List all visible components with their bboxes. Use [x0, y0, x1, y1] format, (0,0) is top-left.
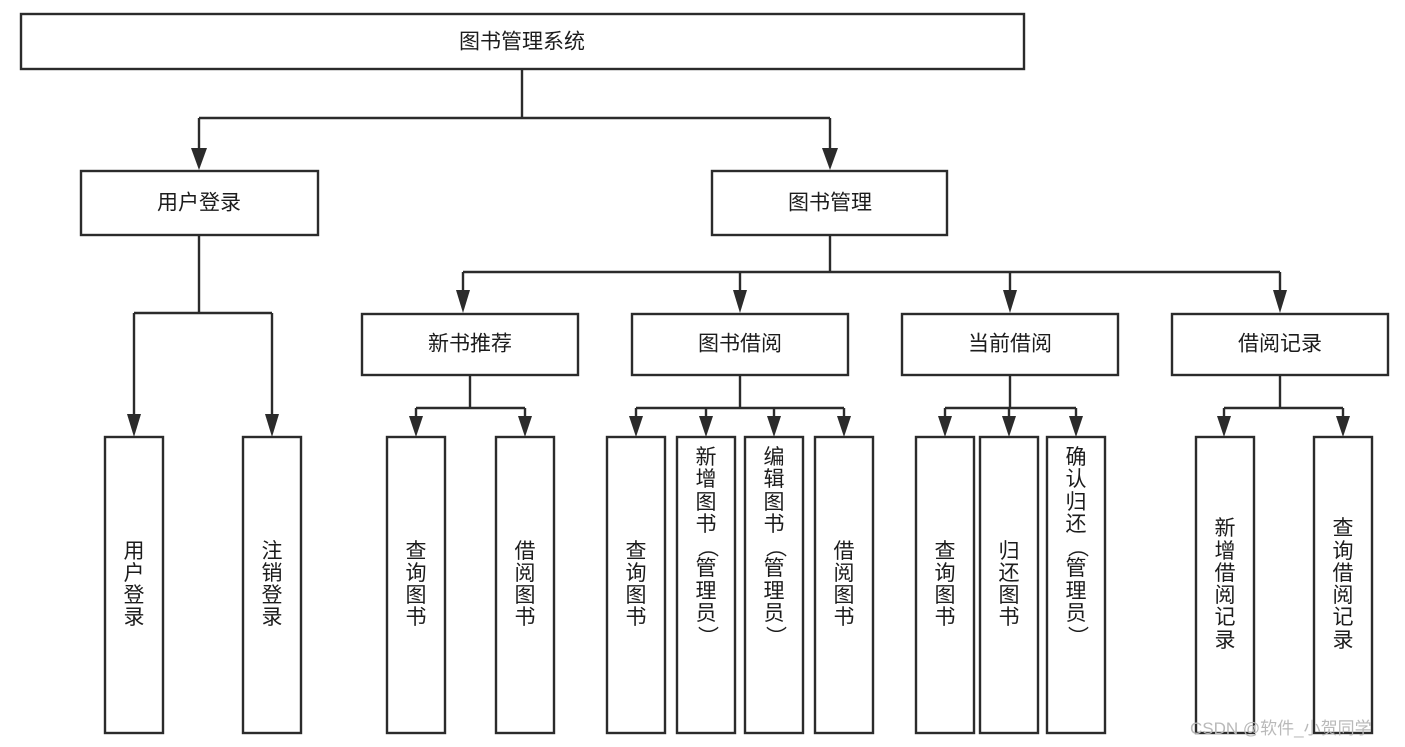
connector-group-book-borrow [629, 375, 851, 437]
node-current-borrow-box[interactable] [900, 312, 1120, 377]
node-leaf-add-book-admin-box[interactable] [675, 435, 737, 735]
arrow-head-leaf-user-logout [265, 414, 279, 437]
connector-group-root [191, 69, 838, 170]
node-leaf-user-logout-box[interactable] [241, 435, 303, 735]
arrow-head-leaf-query-borrow-record [1336, 416, 1350, 437]
node-current-borrow[interactable]: 当前借阅 [900, 312, 1120, 377]
node-book-borrow-label: 图书借阅 [698, 333, 782, 356]
node-leaf-confirm-return-admin-box[interactable] [1045, 435, 1107, 735]
node-leaf-borrow-book-rec-box[interactable] [494, 435, 556, 735]
node-book-borrow[interactable]: 图书借阅 [630, 312, 850, 377]
node-borrow-record[interactable]: 借阅记录 [1170, 312, 1390, 377]
node-leaf-query-book-borrow-box[interactable] [605, 435, 667, 735]
arrow-head-leaf-query-book-rec [409, 416, 423, 437]
node-current-borrow-label: 当前借阅 [968, 333, 1052, 356]
node-user-login-label: 用户登录 [157, 192, 241, 215]
node-book-manage-box[interactable] [710, 169, 949, 237]
node-leaf-borrow-book-box[interactable] [813, 435, 875, 735]
node-root-label: 图书管理系统 [459, 31, 585, 54]
node-book-borrow-box[interactable] [630, 312, 850, 377]
node-leaf-add-borrow-record-box[interactable] [1194, 435, 1256, 735]
connector-group-borrow-record [1217, 375, 1350, 437]
node-leaf-query-book-rec-box[interactable] [385, 435, 447, 735]
node-root-box[interactable] [19, 12, 1026, 71]
arrow-head-leaf-borrow-book-rec [518, 416, 532, 437]
arrow-head-leaf-query-book-borrow [629, 416, 643, 437]
arrow-head-leaf-user-login [127, 414, 141, 437]
node-borrow-record-label: 借阅记录 [1238, 333, 1322, 356]
connector-group-new-book-rec [409, 375, 532, 437]
arrow-head-new-book-rec [456, 290, 470, 313]
node-leaf-query-borrow-record-box[interactable] [1312, 435, 1374, 735]
node-new-book-rec[interactable]: 新书推荐 [360, 312, 580, 377]
connector-group-current-borrow [938, 375, 1083, 437]
node-borrow-record-box[interactable] [1170, 312, 1390, 377]
arrow-head-book-borrow [733, 290, 747, 313]
node-root[interactable]: 图书管理系统 [19, 12, 1026, 71]
arrow-head-leaf-add-borrow-record [1217, 416, 1231, 437]
arrow-head-leaf-borrow-book [837, 416, 851, 437]
node-new-book-rec-label: 新书推荐 [428, 333, 512, 356]
node-user-login-box[interactable] [79, 169, 320, 237]
node-user-login[interactable]: 用户登录 [79, 169, 320, 237]
arrow-head-leaf-add-book-admin [699, 416, 713, 437]
connector-group-user-login [127, 235, 279, 437]
node-book-manage-label: 图书管理 [788, 192, 872, 215]
arrow-head-leaf-edit-book-admin [767, 416, 781, 437]
csdn-watermark: CSDN @软件_小贺同学 [1190, 719, 1372, 738]
node-leaf-edit-book-admin-box[interactable] [743, 435, 805, 735]
node-leaf-user-login-box[interactable] [103, 435, 165, 735]
arrow-head-user-login [191, 148, 207, 170]
node-new-book-rec-box[interactable] [360, 312, 580, 377]
arrow-head-borrow-record [1273, 290, 1287, 313]
arrow-head-leaf-confirm-return-admin [1069, 416, 1083, 437]
arrow-head-current-borrow [1003, 290, 1017, 313]
arrow-head-leaf-return-book [1002, 416, 1016, 437]
connector-group-book-manage [456, 235, 1287, 313]
node-book-manage[interactable]: 图书管理 [710, 169, 949, 237]
node-leaf-return-book-box[interactable] [978, 435, 1040, 735]
arrow-head-leaf-query-book-current [938, 416, 952, 437]
arrow-head-book-manage [822, 148, 838, 170]
node-leaf-query-book-current-box[interactable] [914, 435, 976, 735]
